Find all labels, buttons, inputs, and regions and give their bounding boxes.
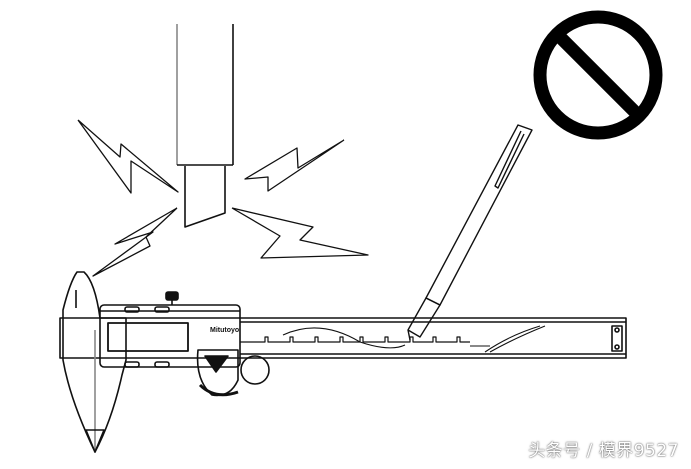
punch-tool-icon (176, 24, 234, 228)
prohibition-icon (533, 10, 663, 140)
impact-sparks-icon (77, 119, 369, 277)
caliper-beam (59, 317, 627, 359)
caliper-digital-slider: Mitutoyo (99, 291, 270, 397)
caliper-fixed-jaw (62, 271, 127, 453)
brand-label: Mitutoyo (210, 327, 239, 334)
scriber-pen-icon (407, 124, 533, 341)
watermark: 头条号 / 模界9527 (528, 441, 679, 461)
